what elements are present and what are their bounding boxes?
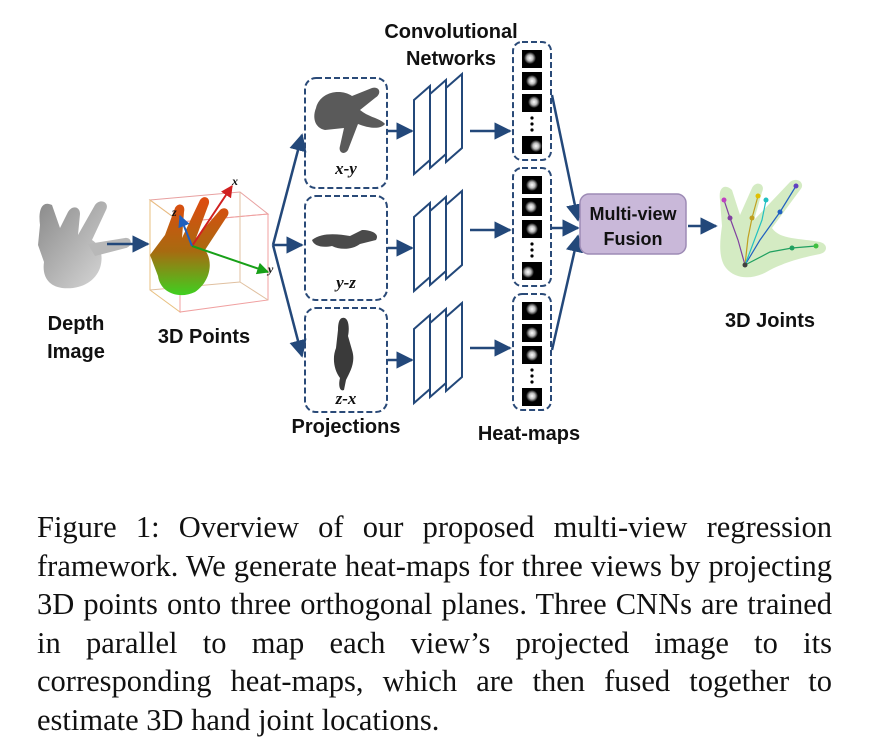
cnn-stack-1 [413,71,463,177]
point-cloud [148,185,270,313]
view-label-yz: y-z [334,273,356,292]
heatmap-column-1 [512,41,552,161]
view-label-zx: z-x [335,389,357,408]
points-3d-label: 3D Points [158,326,250,348]
projection-box-yz [304,195,388,301]
figure-caption: Figure 1: Overview of our proposed multi… [37,510,832,737]
projection-box-zx [304,307,388,413]
framework-diagram: Depth Image x y z 3D Points x-y y-z z- [38,21,826,445]
axis-y-label: y [266,262,274,276]
projections-label: Projections [292,416,401,438]
conv-networks-label-2: Networks [406,48,496,70]
cnn-stack-2 [413,188,463,294]
axis-x-label: x [231,174,238,188]
heatmap-column-3 [512,293,552,411]
depth-image [38,201,131,289]
arrows-cnn-to-heatmaps [470,122,512,357]
joints-3d-label: 3D Joints [725,310,815,332]
projection-box-xy [304,77,388,189]
fan-arrows [271,133,307,358]
axis-z-label: z [171,205,177,219]
arrows-proj-to-cnn [388,122,414,369]
fusion-label-2: Fusion [604,229,663,249]
hand-joints [719,179,826,278]
heatmaps-label: Heat-maps [478,423,580,445]
arrows-heatmaps-to-fusion [550,94,584,351]
view-label-xy: x-y [334,159,357,178]
cnn-stack-3 [413,300,463,406]
heatmap-column-2 [512,167,552,287]
fusion-box [579,193,687,255]
depth-image-label-1: Depth [48,313,105,335]
fusion-label-1: Multi-view [589,204,677,224]
conv-networks-label-1: Convolutional [384,21,517,43]
depth-image-label-2: Image [47,341,105,363]
